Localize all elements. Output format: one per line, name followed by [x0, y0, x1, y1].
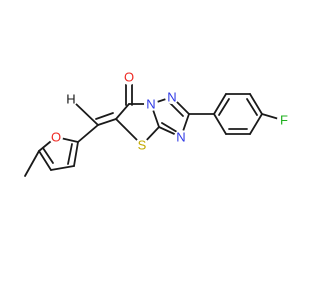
- triazole-nitrogen-top-atom: N: [165, 90, 179, 105]
- molecule-canvas: O N N N S O F H: [24, 69, 291, 177]
- bond-ph1-ph2-inner: [218, 98, 230, 116]
- molecule-structure: O N N N S O F H: [24, 69, 291, 177]
- bond-ph3-ph4-inner: [246, 98, 258, 116]
- sulfur-atom: S: [135, 138, 149, 153]
- fluorine-label: F: [280, 113, 288, 128]
- bond-f3-f4: [50, 165, 75, 171]
- bond-ph4-f: [261, 113, 280, 120]
- vinyl-hydrogen-label: H: [66, 92, 75, 107]
- bond-f2-f3-b: [67, 143, 73, 165]
- bond-f4-f5-a: [38, 150, 52, 171]
- furan-oxygen-atom: O: [49, 130, 63, 145]
- bond-f5-methyl: [24, 150, 40, 177]
- carbonyl-oxygen-label: O: [124, 70, 134, 85]
- bond-vinyl-h: [74, 102, 99, 126]
- bond-c6-vinyl-a: [97, 118, 117, 126]
- fluorine-atom: F: [277, 113, 291, 128]
- vinyl-hydrogen-atom: H: [64, 92, 78, 107]
- triazole-nitrogen-bottom-label: N: [176, 130, 185, 145]
- bond-ph1-ph2: [213, 93, 227, 115]
- thiazole-nitrogen-atom: N: [144, 97, 158, 112]
- triazole-nitrogen-bottom-atom: N: [174, 130, 188, 145]
- bond-ph4-ph5: [249, 113, 263, 135]
- bond-ph6-ph1: [213, 113, 227, 135]
- bond-ph3-ph4: [249, 93, 263, 115]
- triazole-nitrogen-top-label: N: [167, 90, 176, 105]
- bond-c6-vinyl-b: [95, 112, 114, 120]
- bond-n3-c7a-b: [161, 122, 178, 133]
- atom-label-layer: O N N N S O F H: [49, 69, 291, 153]
- bond-f4-f5-b: [42, 147, 54, 164]
- thiazole-nitrogen-label: N: [146, 97, 155, 112]
- bond-c6-c7: [115, 103, 130, 120]
- carbonyl-oxygen-atom: O: [121, 69, 137, 85]
- bond-n2-c2-b: [168, 101, 184, 117]
- bond-vinyl-furan: [77, 124, 99, 143]
- bond-f2-f3-a: [73, 141, 79, 167]
- furan-oxygen-label: O: [51, 130, 61, 145]
- sulfur-label: S: [138, 138, 147, 153]
